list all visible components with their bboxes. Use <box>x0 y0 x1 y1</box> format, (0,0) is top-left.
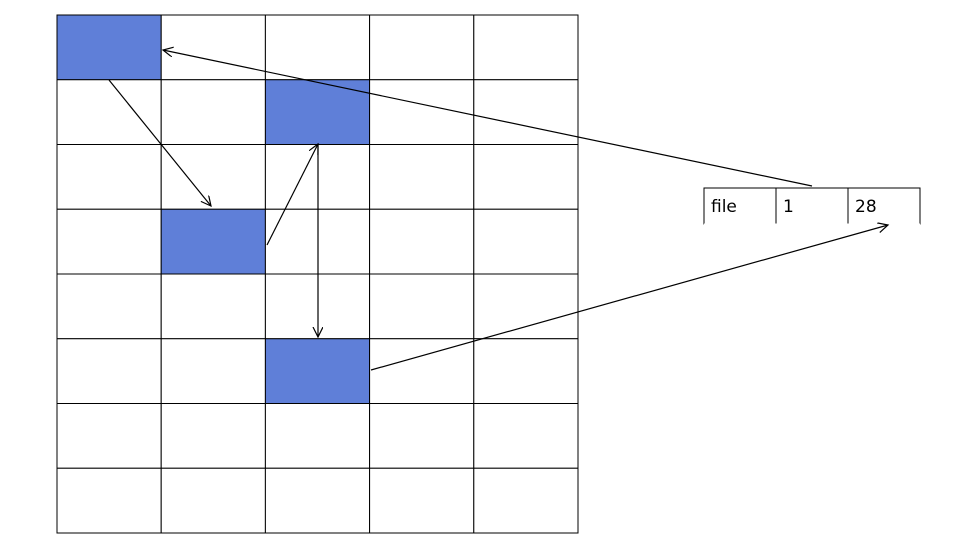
free-block <box>160 14 266 81</box>
entry-field-end-box <box>847 187 921 225</box>
free-block <box>473 208 579 275</box>
allocated-block <box>160 208 266 275</box>
free-block <box>160 273 266 340</box>
free-block <box>369 273 475 340</box>
free-block <box>473 403 579 469</box>
free-block <box>160 467 266 534</box>
free-block <box>473 338 579 404</box>
directory-entry-table: file 1 28 <box>703 187 921 225</box>
link-block-0-to-block-1 <box>108 79 211 206</box>
free-block <box>56 144 162 210</box>
free-block <box>160 144 266 210</box>
free-block <box>369 338 475 404</box>
free-block <box>264 467 371 534</box>
allocated-block <box>264 338 371 404</box>
allocated-block <box>264 79 371 145</box>
entry-field-end: 28 <box>855 197 877 217</box>
free-block <box>56 467 162 534</box>
link-entry-to-block-0 <box>163 50 813 187</box>
free-block <box>473 273 579 340</box>
allocated-block <box>56 14 162 81</box>
free-block <box>56 273 162 340</box>
free-block <box>369 467 475 534</box>
free-block <box>369 208 475 275</box>
free-block <box>369 403 475 469</box>
entry-field-start-box <box>775 187 849 225</box>
free-block <box>264 403 371 469</box>
free-block <box>160 79 266 145</box>
free-block <box>56 79 162 145</box>
free-block <box>473 144 579 210</box>
free-block <box>56 338 162 404</box>
free-block <box>160 403 266 469</box>
link-block-3-to-entry <box>370 225 888 371</box>
free-block <box>473 467 579 534</box>
entry-field-name: file <box>711 197 737 217</box>
disk-block-grid <box>56 14 579 534</box>
block-links <box>108 50 888 371</box>
free-block <box>264 14 371 81</box>
entry-field-start: 1 <box>783 197 794 217</box>
free-block <box>369 14 475 81</box>
free-block <box>473 79 579 145</box>
free-block <box>56 208 162 275</box>
free-block <box>369 144 475 210</box>
free-block <box>473 14 579 81</box>
link-block-1-to-block-2 <box>266 144 318 246</box>
free-block <box>160 338 266 404</box>
free-block <box>56 403 162 469</box>
